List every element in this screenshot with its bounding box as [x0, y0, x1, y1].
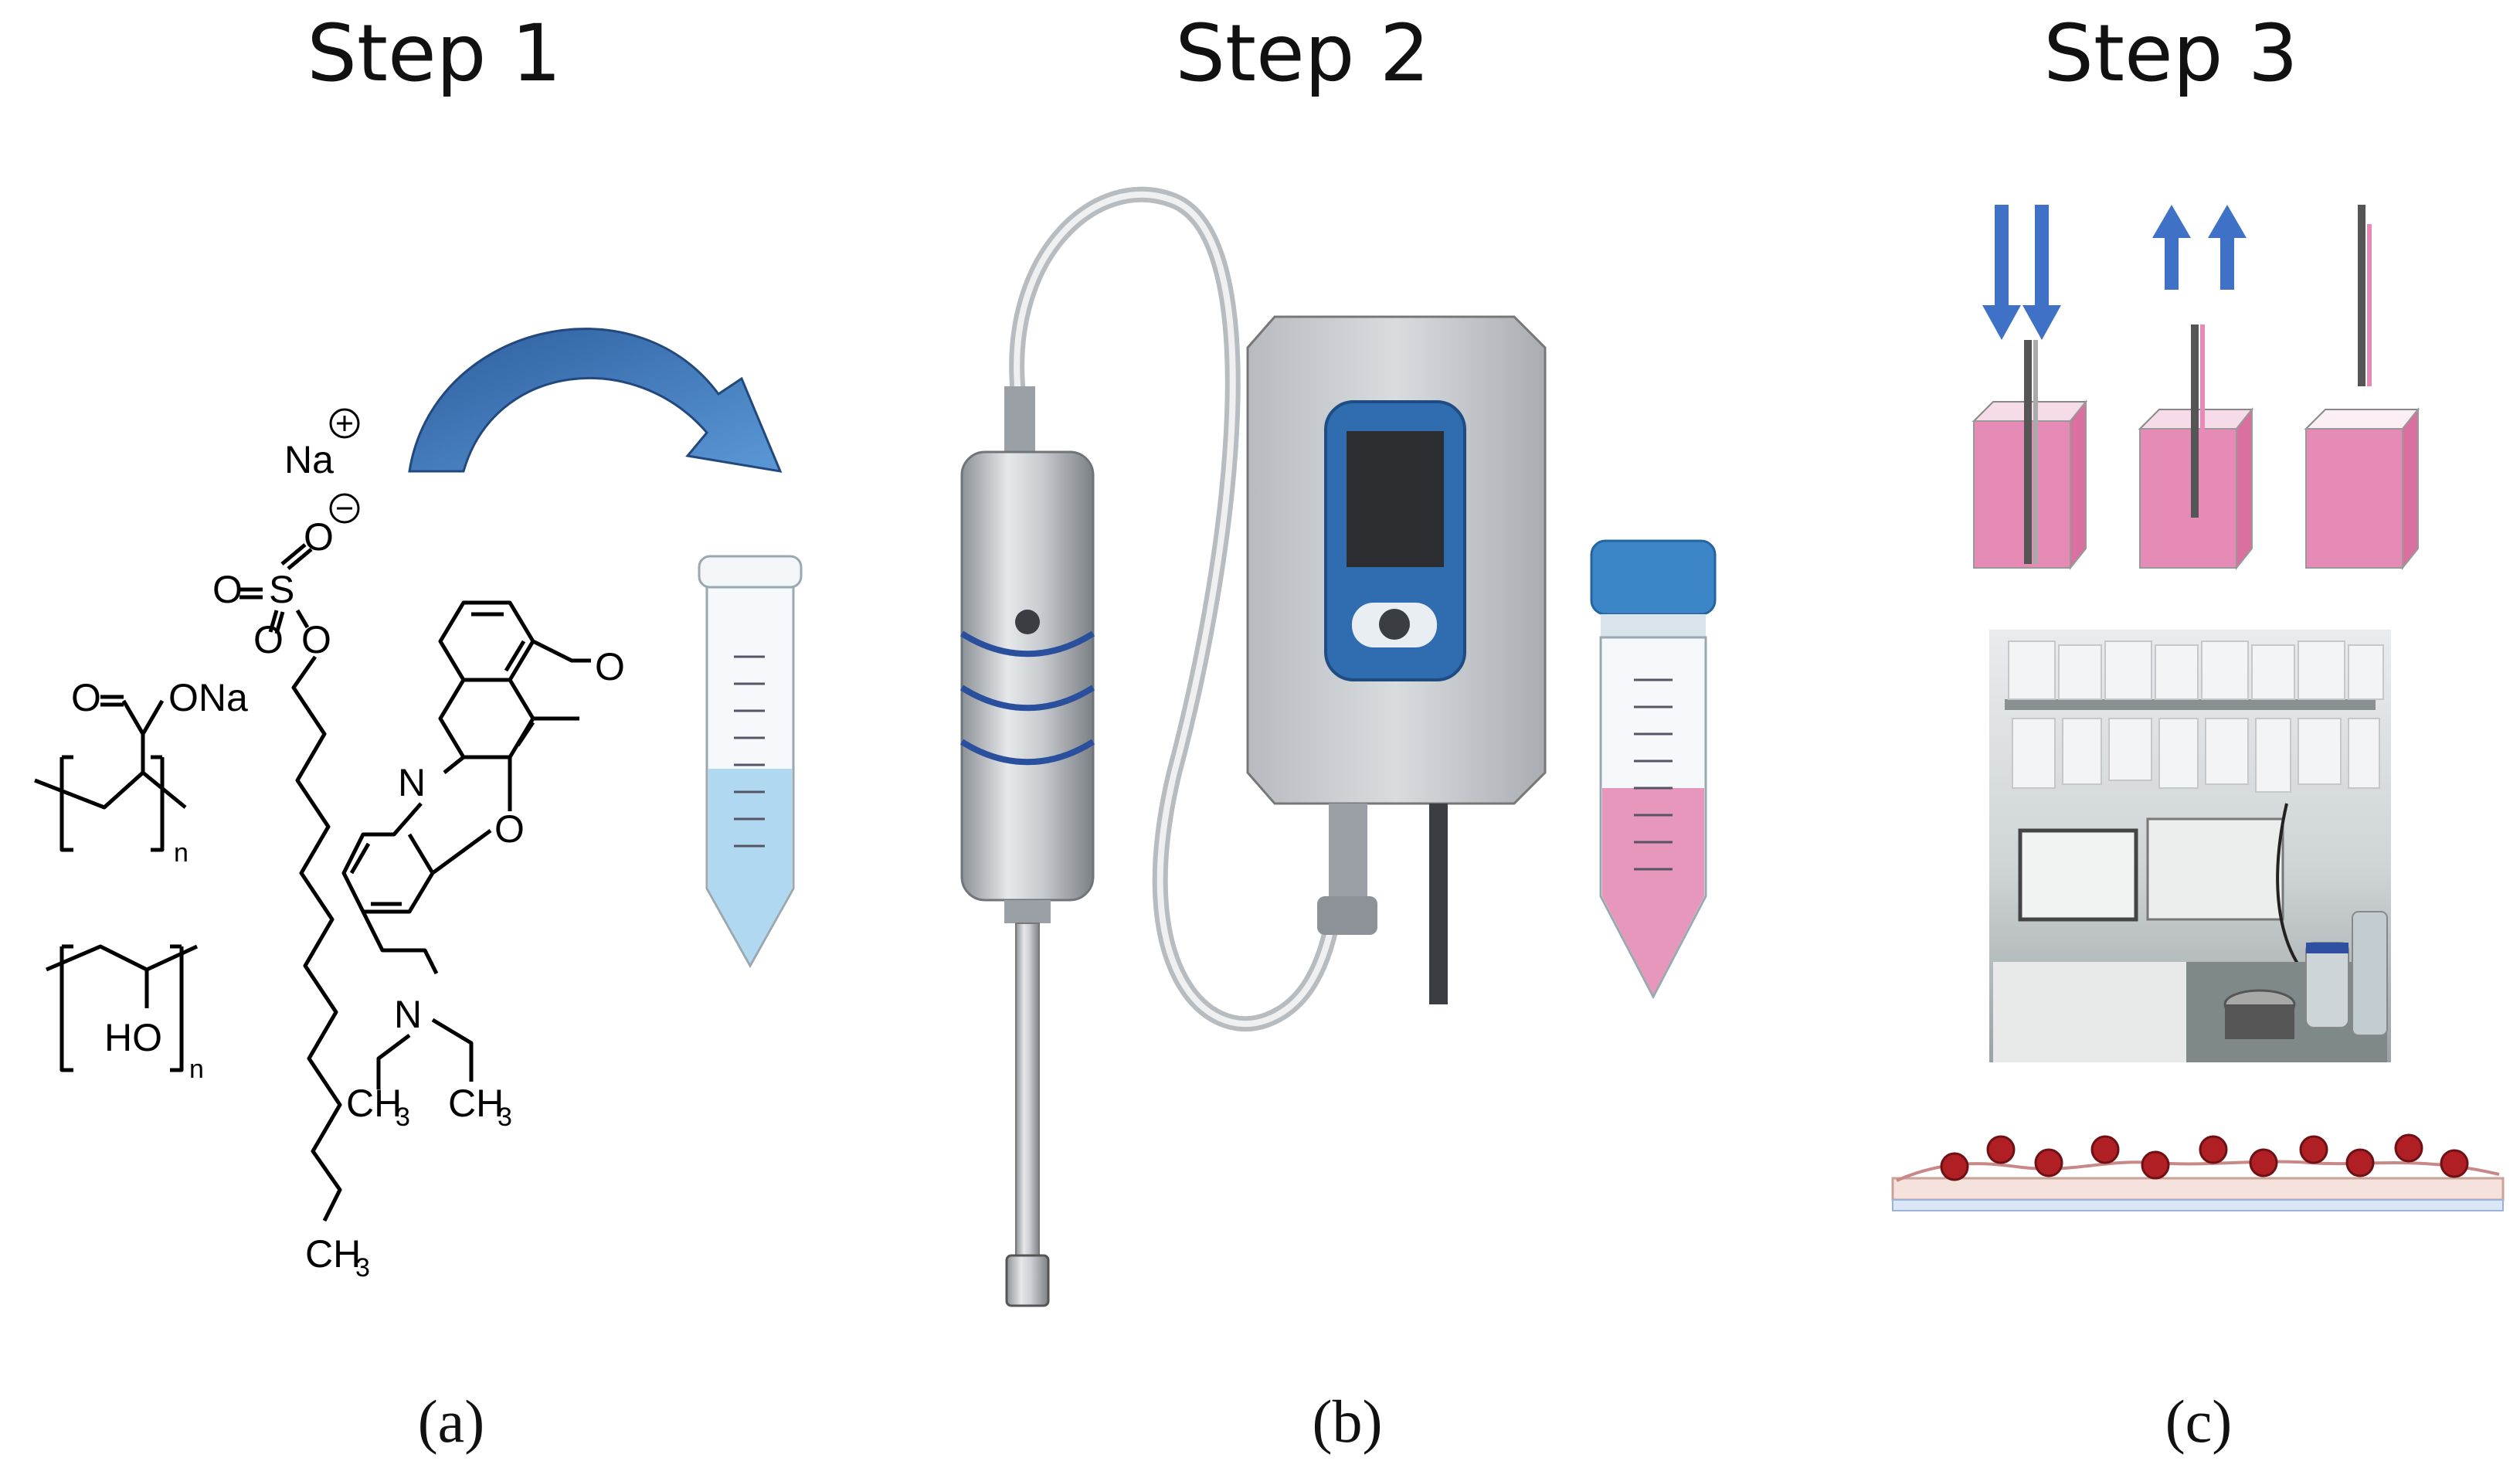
svg-text:O: O	[212, 568, 243, 611]
particle-beads	[1940, 1133, 2469, 1181]
coated-substrate	[1891, 1133, 2505, 1211]
svg-text:3: 3	[396, 1103, 410, 1132]
sonicator-control-box	[1246, 315, 1547, 1004]
dip-beaker-1	[1972, 340, 2088, 570]
panel-label-c: (c)	[2165, 1388, 2233, 1455]
panel-label-a: (a)	[417, 1388, 485, 1455]
blue-tube	[698, 555, 803, 969]
dip-coating-arrows	[1982, 205, 2247, 340]
svg-text:3: 3	[355, 1253, 370, 1283]
pva-ho: HO	[104, 1016, 162, 1059]
curved-arrow-icon	[408, 328, 783, 473]
nile-ketone-o: O	[595, 645, 625, 688]
pink-tube-capped	[1590, 539, 1717, 1000]
step3-title: Step 3	[2043, 8, 2298, 100]
svg-text:n: n	[174, 838, 188, 868]
acrylate-ona: ONa	[168, 676, 248, 719]
dip-beaker-3	[2304, 205, 2420, 570]
svg-text:3: 3	[498, 1103, 512, 1132]
svg-text:CH: CH	[346, 1082, 402, 1125]
panel-label-b: (b)	[1312, 1388, 1383, 1455]
sonicator-probe	[959, 386, 1095, 1307]
down-arrow-icon	[1982, 205, 2021, 340]
terminal-ch3: CH	[305, 1232, 361, 1276]
diethylamine-n: N	[394, 993, 422, 1036]
sodium-label: Na	[284, 438, 334, 481]
acrylate-o: O	[71, 676, 101, 719]
dip-beaker-2	[2138, 324, 2254, 570]
svg-text:CH: CH	[448, 1082, 504, 1125]
step1-title: Step 1	[307, 8, 562, 100]
step1-chemistry: Na O O S O O CH 3 O ONa n HO n	[34, 408, 625, 1283]
up-arrow-icon	[2152, 205, 2191, 290]
down-arrow-icon	[2022, 205, 2061, 340]
up-arrow-icon	[2208, 205, 2247, 290]
nile-ring-o: O	[494, 807, 525, 851]
nile-n: N	[398, 761, 426, 804]
step2-title: Step 2	[1175, 8, 1430, 100]
svg-text:n: n	[189, 1055, 204, 1084]
lab-setup-photo	[1989, 630, 2391, 1062]
sulfur-label: S	[269, 568, 294, 611]
